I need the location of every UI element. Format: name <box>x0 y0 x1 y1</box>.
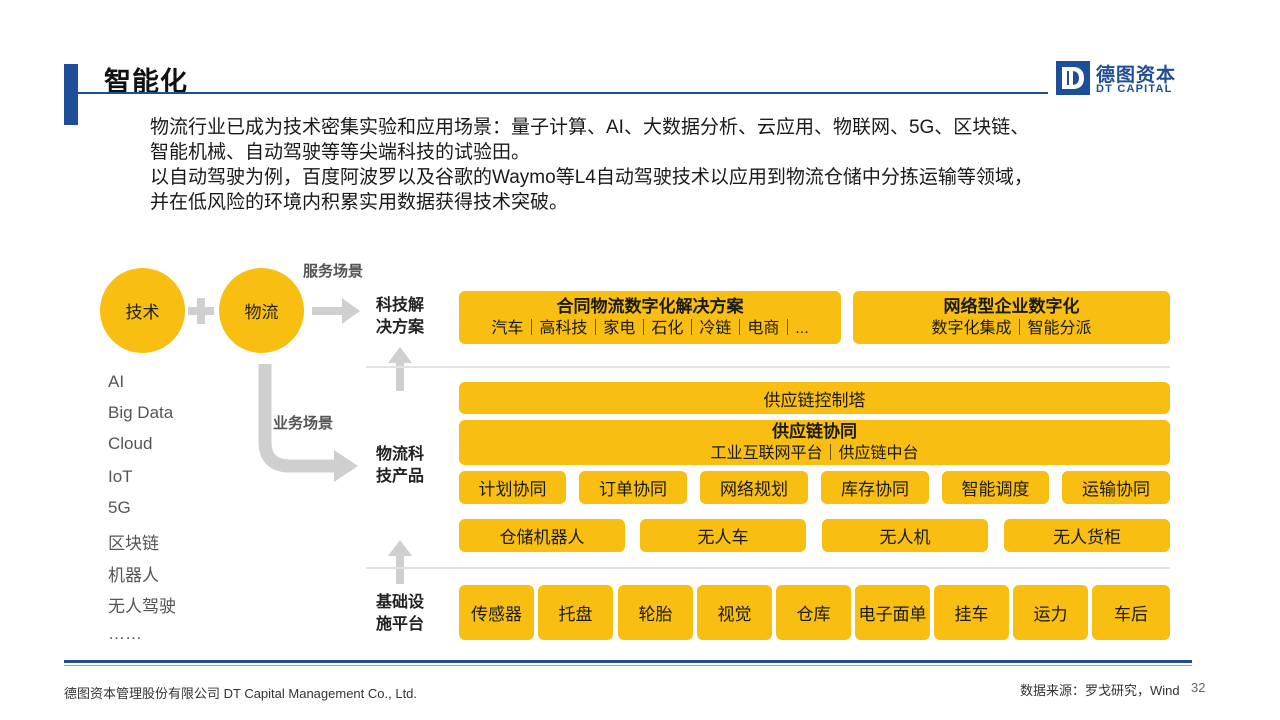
row-label-solutions: 科技解 决方案 <box>376 297 425 336</box>
title-accent-bar <box>64 64 78 125</box>
circle-logistics: 物流 <box>219 268 304 353</box>
solution-contract-logistics: 合同物流数字化解决方案 汽车｜高科技｜家电｜石化｜冷链｜电商｜... <box>459 291 841 344</box>
tech-item: 无人驾驶 <box>108 597 176 616</box>
infra-item: 仓库 <box>776 585 851 640</box>
logo-text-cn: 德图资本 <box>1096 65 1177 86</box>
label-service-scene: 服务场景 <box>303 263 364 280</box>
infra-item: 托盘 <box>538 585 613 640</box>
hardware-item: 无人货柜 <box>1004 519 1170 552</box>
infra-item: 车后 <box>1092 585 1170 640</box>
supply-chain-collaboration: 供应链协同 工业互联网平台｜供应链中台 <box>459 420 1170 465</box>
tech-item: …… <box>108 624 142 643</box>
infra-item: 运力 <box>1013 585 1088 640</box>
tech-item: 机器人 <box>108 566 159 585</box>
infra-item: 轮胎 <box>618 585 693 640</box>
intro-line-3: 以自动驾驶为例，百度阿波罗以及谷歌的Waymo等L4自动驾驶技术以应用到物流仓储… <box>150 167 1033 188</box>
arrow-right-icon <box>312 298 360 324</box>
footer-company: 德图资本管理股份有限公司 DT Capital Management Co., … <box>64 686 418 701</box>
arrow-up-icon <box>388 540 412 584</box>
supply-chain-control-tower: 供应链控制塔 <box>459 382 1170 414</box>
tech-item: 区块链 <box>108 534 159 553</box>
hardware-item: 仓储机器人 <box>459 519 625 552</box>
row-label-infra: 基础设 施平台 <box>376 594 425 633</box>
section-divider <box>366 366 1170 368</box>
infra-item: 电子面单 <box>855 585 930 640</box>
bend-arrow-icon <box>258 364 358 482</box>
solution-network-enterprise: 网络型企业数字化 数字化集成｜智能分派 <box>853 291 1170 344</box>
tech-item: 5G <box>108 498 131 517</box>
collab-item: 库存协同 <box>821 471 929 504</box>
hardware-item: 无人车 <box>640 519 806 552</box>
label-business-scene: 业务场景 <box>273 415 334 432</box>
page-number: 32 <box>1191 680 1206 695</box>
collab-item: 网络规划 <box>700 471 808 504</box>
footer-rule-thin <box>64 665 1192 666</box>
circle-tech: 技术 <box>100 268 185 353</box>
intro-line-4: 并在低风险的环境内积累实用数据获得技术突破。 <box>150 192 569 213</box>
collab-item: 计划协同 <box>459 471 566 504</box>
arrow-up-icon <box>388 347 412 391</box>
plus-icon <box>188 298 214 324</box>
row-label-products: 物流科 技产品 <box>376 446 425 485</box>
footer-source: 数据来源：罗戈研究，Wind <box>1020 683 1180 698</box>
infra-item: 视觉 <box>697 585 772 640</box>
dt-logo-icon <box>1056 61 1090 95</box>
intro-line-2: 智能机械、自动驾驶等等尖端科技的试验田。 <box>150 142 531 163</box>
collab-item: 订单协同 <box>579 471 687 504</box>
tech-item: AI <box>108 372 125 391</box>
collab-item: 运输协同 <box>1062 471 1170 504</box>
footer-rule <box>64 660 1192 663</box>
infra-item: 挂车 <box>934 585 1009 640</box>
logo-text-en: DT CAPITAL <box>1096 83 1173 95</box>
section-divider <box>366 567 1170 569</box>
infra-item: 传感器 <box>459 585 534 640</box>
tech-item: Big Data <box>108 403 174 422</box>
tech-item: IoT <box>108 467 133 486</box>
collab-item: 智能调度 <box>942 471 1049 504</box>
tech-item: Cloud <box>108 434 153 453</box>
hardware-item: 无人机 <box>822 519 988 552</box>
title-underline <box>78 92 1048 94</box>
intro-line-1: 物流行业已成为技术密集实验和应用场景：量子计算、AI、大数据分析、云应用、物联网… <box>150 117 1030 138</box>
